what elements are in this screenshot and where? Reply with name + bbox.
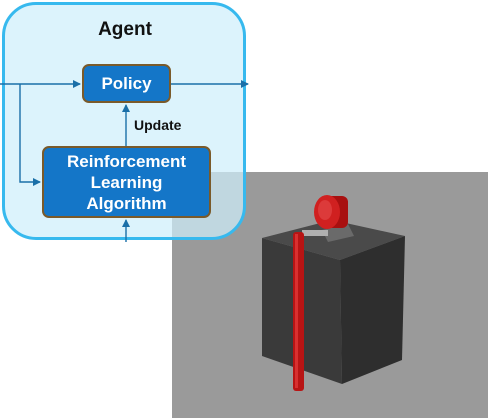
box-side-face: [340, 236, 405, 384]
update-label: Update: [134, 117, 182, 133]
pendulum-rod-highlight: [295, 234, 298, 388]
algorithm-label-line-3: Algorithm: [86, 193, 167, 213]
algorithm-label-line-1: Reinforcement: [66, 151, 187, 171]
algorithm-label-line-2: Learning: [90, 172, 163, 192]
agent-title: Agent: [98, 19, 152, 40]
observation-branch-line: [19, 84, 41, 186]
pendulum-scene-svg: [262, 195, 405, 391]
policy-label: Policy: [101, 73, 152, 93]
rl-algorithm-block: Reinforcement Learning Algorithm: [42, 146, 211, 218]
motor-shaft: [302, 230, 328, 236]
motor-cylinder-end-highlight: [318, 200, 332, 220]
policy-block: Policy: [82, 64, 171, 103]
pendulum-scene: [172, 172, 488, 418]
